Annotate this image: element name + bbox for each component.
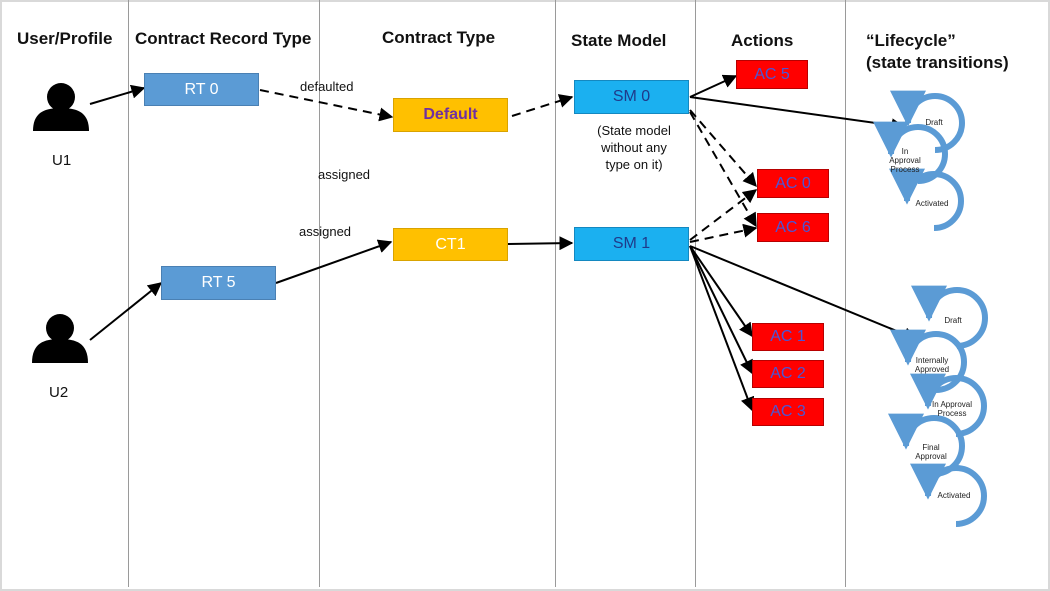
arrow-sm1-to-ac3	[689, 245, 755, 412]
sm0-note: (State model without any type on it)	[580, 122, 688, 173]
state-model-sm0: SM 0	[574, 80, 689, 114]
state-model-sm0-label: SM 0	[612, 88, 651, 105]
cycle-arc-icon	[910, 373, 987, 437]
user-label-u1: U1	[52, 152, 72, 169]
record-type-rt0: RT 0	[144, 73, 259, 106]
sm0-note-line3: type on it)	[605, 157, 663, 172]
arrow-u1-to-rt0	[89, 84, 146, 105]
arrow-sm1-to-ac2	[689, 245, 753, 375]
arrow-sm1-to-ac6	[689, 223, 758, 243]
sm0-note-line2: without any	[601, 140, 667, 155]
cycle-arc-icon	[911, 285, 988, 349]
action-ac3: AC 3	[752, 398, 824, 426]
cycle-arc-icon	[910, 463, 987, 527]
arrow-sm0-to-ac6	[689, 111, 757, 228]
state-model-sm1-label: SM 1	[612, 235, 651, 252]
record-type-rt5-label: RT 5	[201, 274, 236, 291]
column-divider-3	[555, 0, 556, 587]
header-record-type: Contract Record Type	[135, 29, 312, 48]
user-label-u2: U2	[49, 384, 69, 401]
contract-type-default: Default	[393, 98, 508, 132]
arrow-ct1-to-sm1	[507, 236, 574, 251]
lifecycle-2-arcs	[888, 285, 988, 527]
arrow-default-to-sm0	[511, 94, 574, 117]
lifecycle2-s2-line2: Approved	[914, 365, 950, 374]
state-model-sm1: SM 1	[574, 227, 689, 261]
cycle-arc-icon	[889, 168, 964, 231]
record-type-rt0-label: RT 0	[184, 80, 219, 98]
lifecycle2-internally-approved: Internally Approved	[902, 356, 962, 374]
lifecycle2-draft: Draft	[944, 316, 962, 325]
action-ac3-label: AC 3	[770, 403, 806, 420]
lifecycle1-s2-line3: Process	[890, 165, 920, 174]
column-divider-1	[128, 0, 129, 587]
lifecycle2-in-approval-process: In Approval Process	[922, 400, 982, 418]
action-ac5: AC 5	[736, 60, 808, 89]
action-ac1-label: AC 1	[770, 328, 806, 345]
lifecycle1-s2-line1: In	[901, 147, 909, 156]
lifecycle2-activated: Activated	[937, 491, 971, 500]
arrow-sm1-to-ac0	[689, 189, 758, 241]
cycle-arc-icon	[890, 329, 967, 393]
lifecycle2-s4-line1: Final	[922, 443, 940, 452]
column-divider-4	[695, 0, 696, 587]
lifecycle1-s2-line2: Approval	[889, 156, 921, 165]
column-divider-5	[845, 0, 846, 587]
user-silhouette-icon	[33, 83, 89, 131]
arrow-sm1-to-lifecycle2	[689, 245, 918, 341]
action-ac6-label: AC 6	[775, 218, 811, 236]
contract-type-default-label: Default	[423, 106, 478, 123]
action-ac2-label: AC 2	[770, 365, 806, 382]
lifecycle2-s4-line2: Approval	[915, 452, 947, 461]
arrow-u2-to-rt5	[89, 282, 163, 341]
action-ac0-label: AC 0	[775, 174, 811, 192]
header-contract-type: Contract Type	[382, 28, 496, 47]
lifecycle1-activated: Activated	[915, 199, 949, 208]
arrow-rt0-to-default	[259, 89, 394, 122]
lifecycle2-s3-line2: Process	[937, 409, 967, 418]
action-ac1: AC 1	[752, 323, 824, 351]
action-ac6: AC 6	[757, 213, 829, 242]
lifecycle-1-arcs	[873, 90, 965, 231]
lifecycle2-s2-line1: Internally	[915, 356, 949, 365]
action-ac5-label: AC 5	[754, 65, 790, 83]
contract-type-ct1: CT1	[393, 228, 508, 261]
sm0-note-line1: (State model	[597, 123, 671, 138]
user-silhouette-icon	[32, 314, 88, 363]
header-lifecycle-line1: “Lifecycle”	[866, 31, 956, 50]
lifecycle1-draft: Draft	[925, 118, 943, 127]
lifecycle2-final-approval: Final Approval	[901, 443, 961, 461]
column-divider-2	[319, 0, 320, 587]
action-ac2: AC 2	[752, 360, 824, 388]
contract-type-ct1-label: CT1	[435, 235, 466, 253]
lifecycle1-in-approval: In Approval Process	[875, 147, 935, 174]
header-state-model: State Model	[571, 31, 667, 50]
edge-label-defaulted: defaulted	[300, 79, 354, 94]
edge-label-assigned-2: assigned	[299, 224, 352, 239]
header-actions: Actions	[731, 31, 794, 50]
lifecycle2-s3-line1: In Approval	[931, 400, 973, 409]
record-type-rt5: RT 5	[161, 266, 276, 300]
arrow-sm0-to-lifecycle1	[689, 96, 906, 133]
arrow-sm0-to-ac0	[689, 109, 757, 188]
action-ac0: AC 0	[757, 169, 829, 198]
header-user-profile: User/Profile	[17, 29, 113, 48]
cycle-arc-icon	[890, 90, 965, 153]
header-lifecycle-line2: (state transitions)	[866, 53, 1009, 72]
arrow-sm0-to-ac5	[689, 74, 738, 98]
arrow-rt5-to-ct1	[275, 239, 393, 284]
arrow-sm1-to-ac1	[689, 245, 753, 338]
edge-label-assigned-1: assigned	[318, 167, 371, 182]
